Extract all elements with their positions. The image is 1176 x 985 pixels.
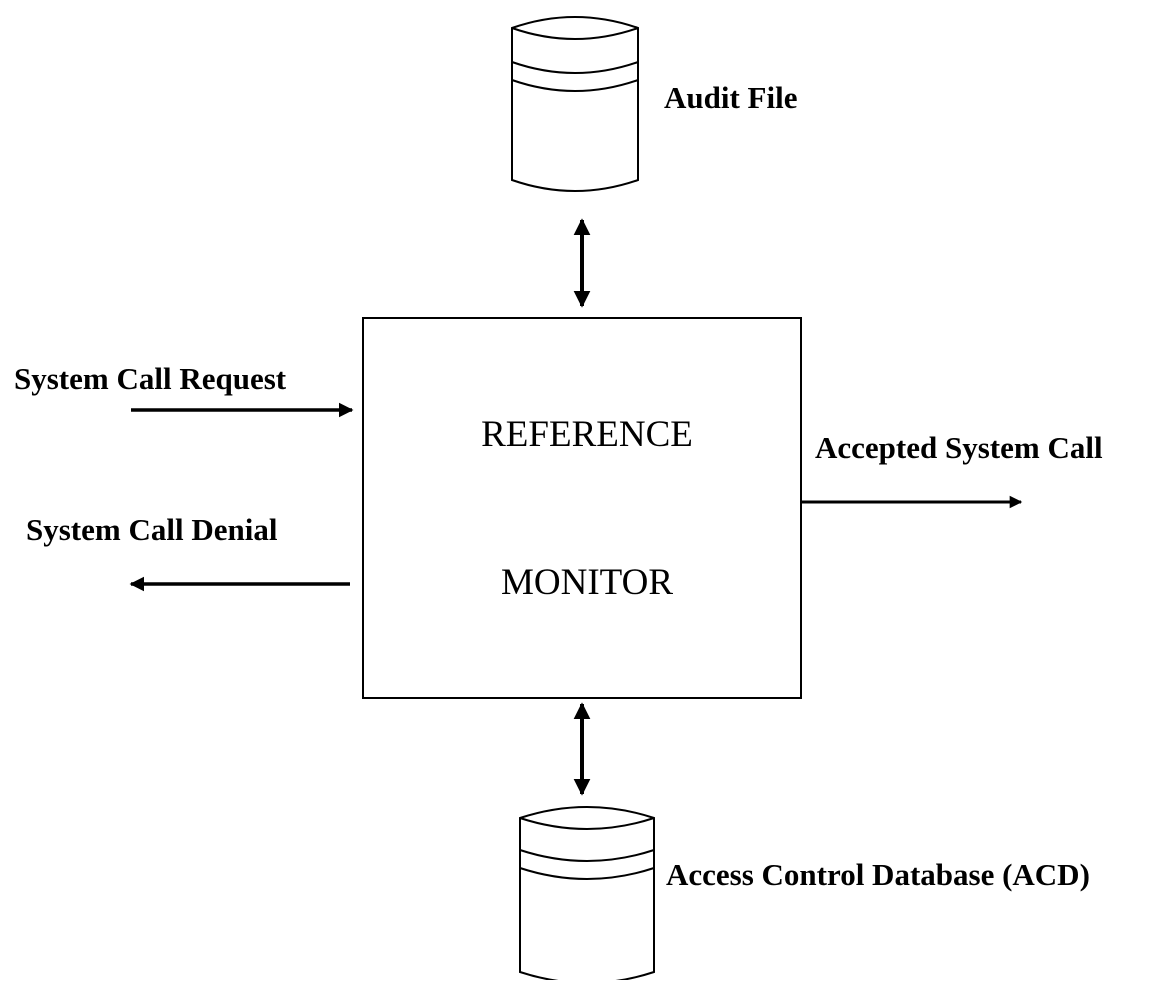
reference-monitor-box (362, 317, 802, 699)
accepted-system-call-label: Accepted System Call (815, 430, 1103, 465)
reference-monitor-label-line1: REFERENCE (481, 414, 693, 455)
audit-file-label: Audit File (664, 80, 797, 115)
audit-file-database-icon (511, 16, 639, 192)
system-call-request-label: System Call Request (14, 361, 287, 396)
system-call-denial-label: System Call Denial (26, 512, 278, 547)
reference-monitor-label-line2: MONITOR (501, 562, 673, 603)
acd-label: Access Control Database (ACD) (666, 857, 1090, 892)
acd-database-icon (519, 806, 655, 984)
